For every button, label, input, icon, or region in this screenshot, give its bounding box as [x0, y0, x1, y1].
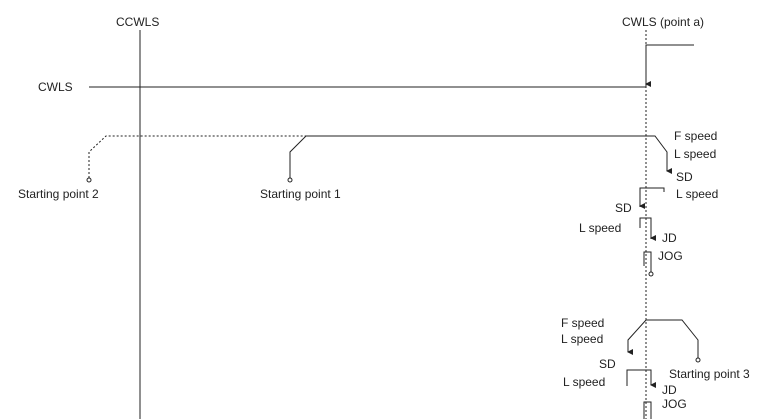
starting-point-3-path	[627, 319, 699, 358]
path1-jog-label: JOG	[658, 249, 683, 263]
starting-point-2-marker	[86, 177, 92, 183]
starting-point-2-label: Starting point 2	[18, 187, 99, 201]
path1-l-speed-back-label: L speed	[579, 221, 621, 235]
path1-sd-back-label: SD	[615, 201, 632, 215]
starting-point-3-label: Starting point 3	[669, 367, 750, 381]
path3-l-speed-segment	[626, 369, 652, 386]
path3-jd-label: JD	[662, 383, 677, 397]
path1-jog-segment	[643, 251, 652, 272]
path3-f-speed-label: F speed	[561, 316, 604, 330]
path3-l-speed-sd-label: L speed	[563, 375, 605, 389]
path1-sd-label: SD	[676, 170, 693, 184]
starting-point-1-marker	[287, 177, 293, 183]
path3-jog-label: JOG	[662, 397, 687, 411]
cwls-signal-label: CWLS	[38, 80, 73, 94]
starting-point-1-path	[289, 135, 668, 178]
path3-l-speed-label: L speed	[561, 332, 603, 346]
starting-point-2-path	[88, 135, 306, 178]
ccwls-label: CCWLS	[116, 15, 159, 29]
path1-l-speed-label: L speed	[674, 147, 716, 161]
path1-f-speed-label: F speed	[674, 129, 717, 143]
path1-jd-label: JD	[662, 231, 677, 245]
starting-point-1-label: Starting point 1	[260, 187, 341, 201]
starting-point-3-marker	[695, 357, 701, 363]
path3-jog-segment	[643, 401, 652, 419]
cwls-signal-step	[645, 44, 694, 87]
path1-reverse-segment	[639, 187, 665, 207]
path3-sd-label: SD	[599, 357, 616, 371]
path1-l-speed-after-sd-label: L speed	[676, 187, 718, 201]
path1-end-marker	[648, 271, 654, 277]
cwls-point-a-label: CWLS (point a)	[622, 15, 704, 29]
